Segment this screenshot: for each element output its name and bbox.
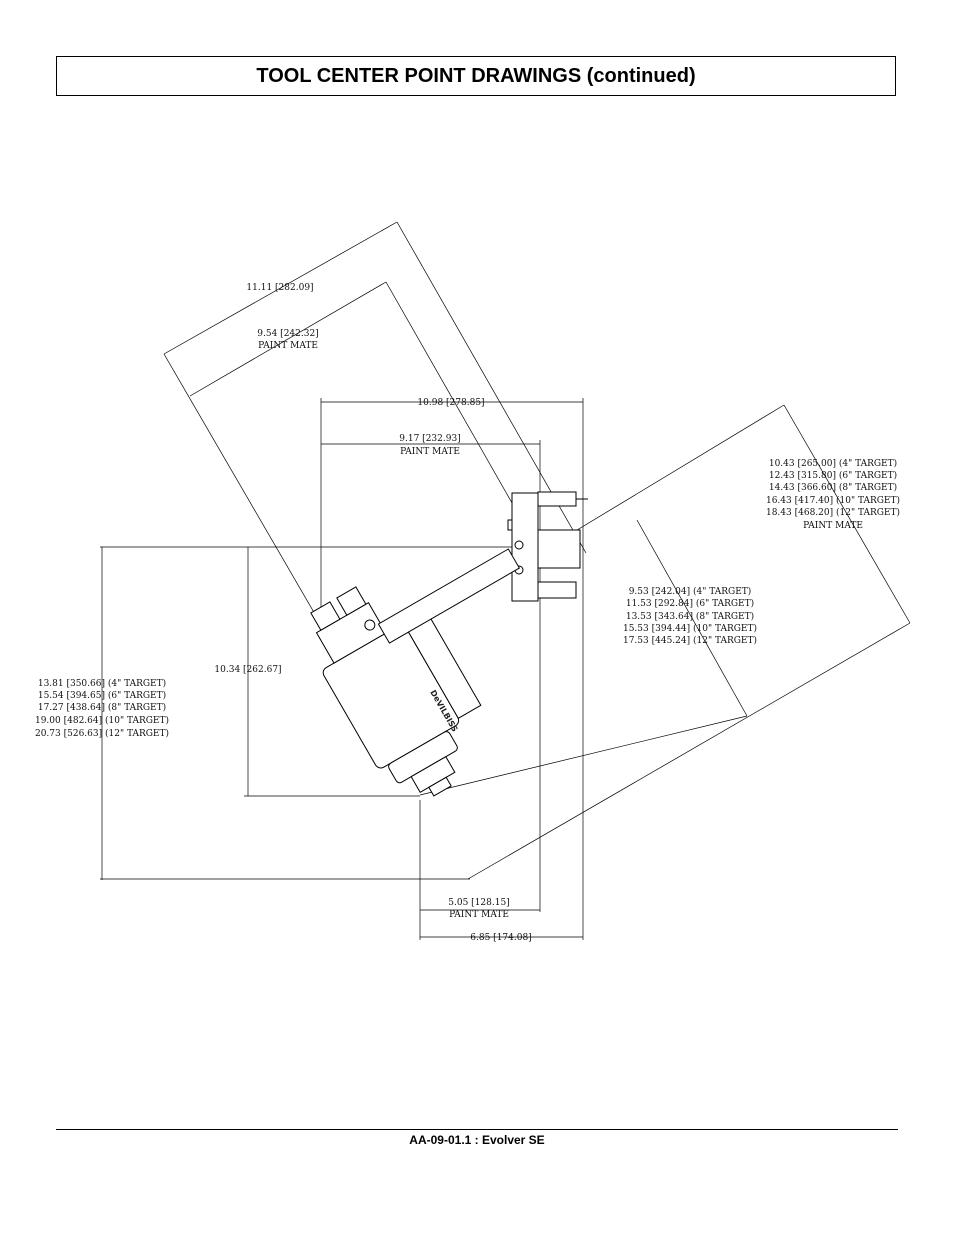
dim-left-4: 19.00 [482.64] (10" TARGET) xyxy=(35,715,169,726)
dim-5-05-note: PAINT MATE xyxy=(449,910,509,920)
dim-left-3: 17.27 [438.64] (8" TARGET) xyxy=(38,702,166,713)
dim-9-17-note: PAINT MATE xyxy=(400,447,460,457)
dim-right-mid-1: 9.53 [242.04] (4" TARGET) xyxy=(629,586,752,597)
dim-right-top-2: 12.43 [315.80] (6" TARGET) xyxy=(769,470,897,481)
dim-left-5: 20.73 [526.63] (12" TARGET) xyxy=(35,728,169,739)
gun-mount-arm xyxy=(377,548,521,644)
dim-9-54-note: PAINT MATE xyxy=(258,341,318,351)
mounting-bracket xyxy=(507,491,588,602)
page-title-box: TOOL CENTER POINT DRAWINGS (continued) xyxy=(56,56,896,96)
dim-11-11: 11.11 [282.09] xyxy=(246,283,313,293)
dim-9-17: 9.17 [232.93] xyxy=(399,434,460,444)
dim-right-top-3: 14.43 [366.60] (8" TARGET) xyxy=(769,482,897,493)
dim-right-mid-group: 9.53 [242.04] (4" TARGET) 11.53 [292.84]… xyxy=(623,586,757,646)
dim-9-54: 9.54 [242.32] xyxy=(257,329,318,339)
dim-left-2: 15.54 [394.65] (6" TARGET) xyxy=(38,690,166,701)
dim-6-85: 6.85 [174.08] xyxy=(470,933,531,943)
dimension-lines xyxy=(100,221,911,940)
dim-right-mid-3: 13.53 [343.64] (8" TARGET) xyxy=(626,611,754,622)
dim-right-top-5: 18.43 [468.20] (12" TARGET) xyxy=(766,507,900,518)
footer-doc-id: AA-09-01.1 : Evolver SE xyxy=(409,1133,545,1147)
dim-right-top-6: PAINT MATE xyxy=(803,521,863,531)
dim-left-group: 13.81 [350.66] (4" TARGET) 15.54 [394.65… xyxy=(35,678,169,739)
dim-left-1: 13.81 [350.66] (4" TARGET) xyxy=(38,678,166,689)
footer-rule xyxy=(56,1129,898,1130)
spray-gun-body xyxy=(310,586,482,797)
dim-10-34: 10.34 [262.67] xyxy=(214,665,281,675)
dim-5-05: 5.05 [128.15] xyxy=(448,898,509,908)
dim-right-mid-5: 17.53 [445.24] (12" TARGET) xyxy=(623,635,757,646)
dim-right-top-4: 16.43 [417.40] (10" TARGET) xyxy=(766,495,900,506)
dim-right-mid-2: 11.53 [292.84] (6" TARGET) xyxy=(626,598,754,609)
dim-right-mid-4: 15.53 [394.44] (10" TARGET) xyxy=(623,623,757,634)
dim-right-top-1: 10.43 [265.00] (4" TARGET) xyxy=(769,458,897,469)
dim-right-top-group: 10.43 [265.00] (4" TARGET) 12.43 [315.80… xyxy=(766,458,900,531)
page-title: TOOL CENTER POINT DRAWINGS (continued) xyxy=(256,64,696,87)
dim-10-98: 10.98 [278.85] xyxy=(417,398,484,408)
